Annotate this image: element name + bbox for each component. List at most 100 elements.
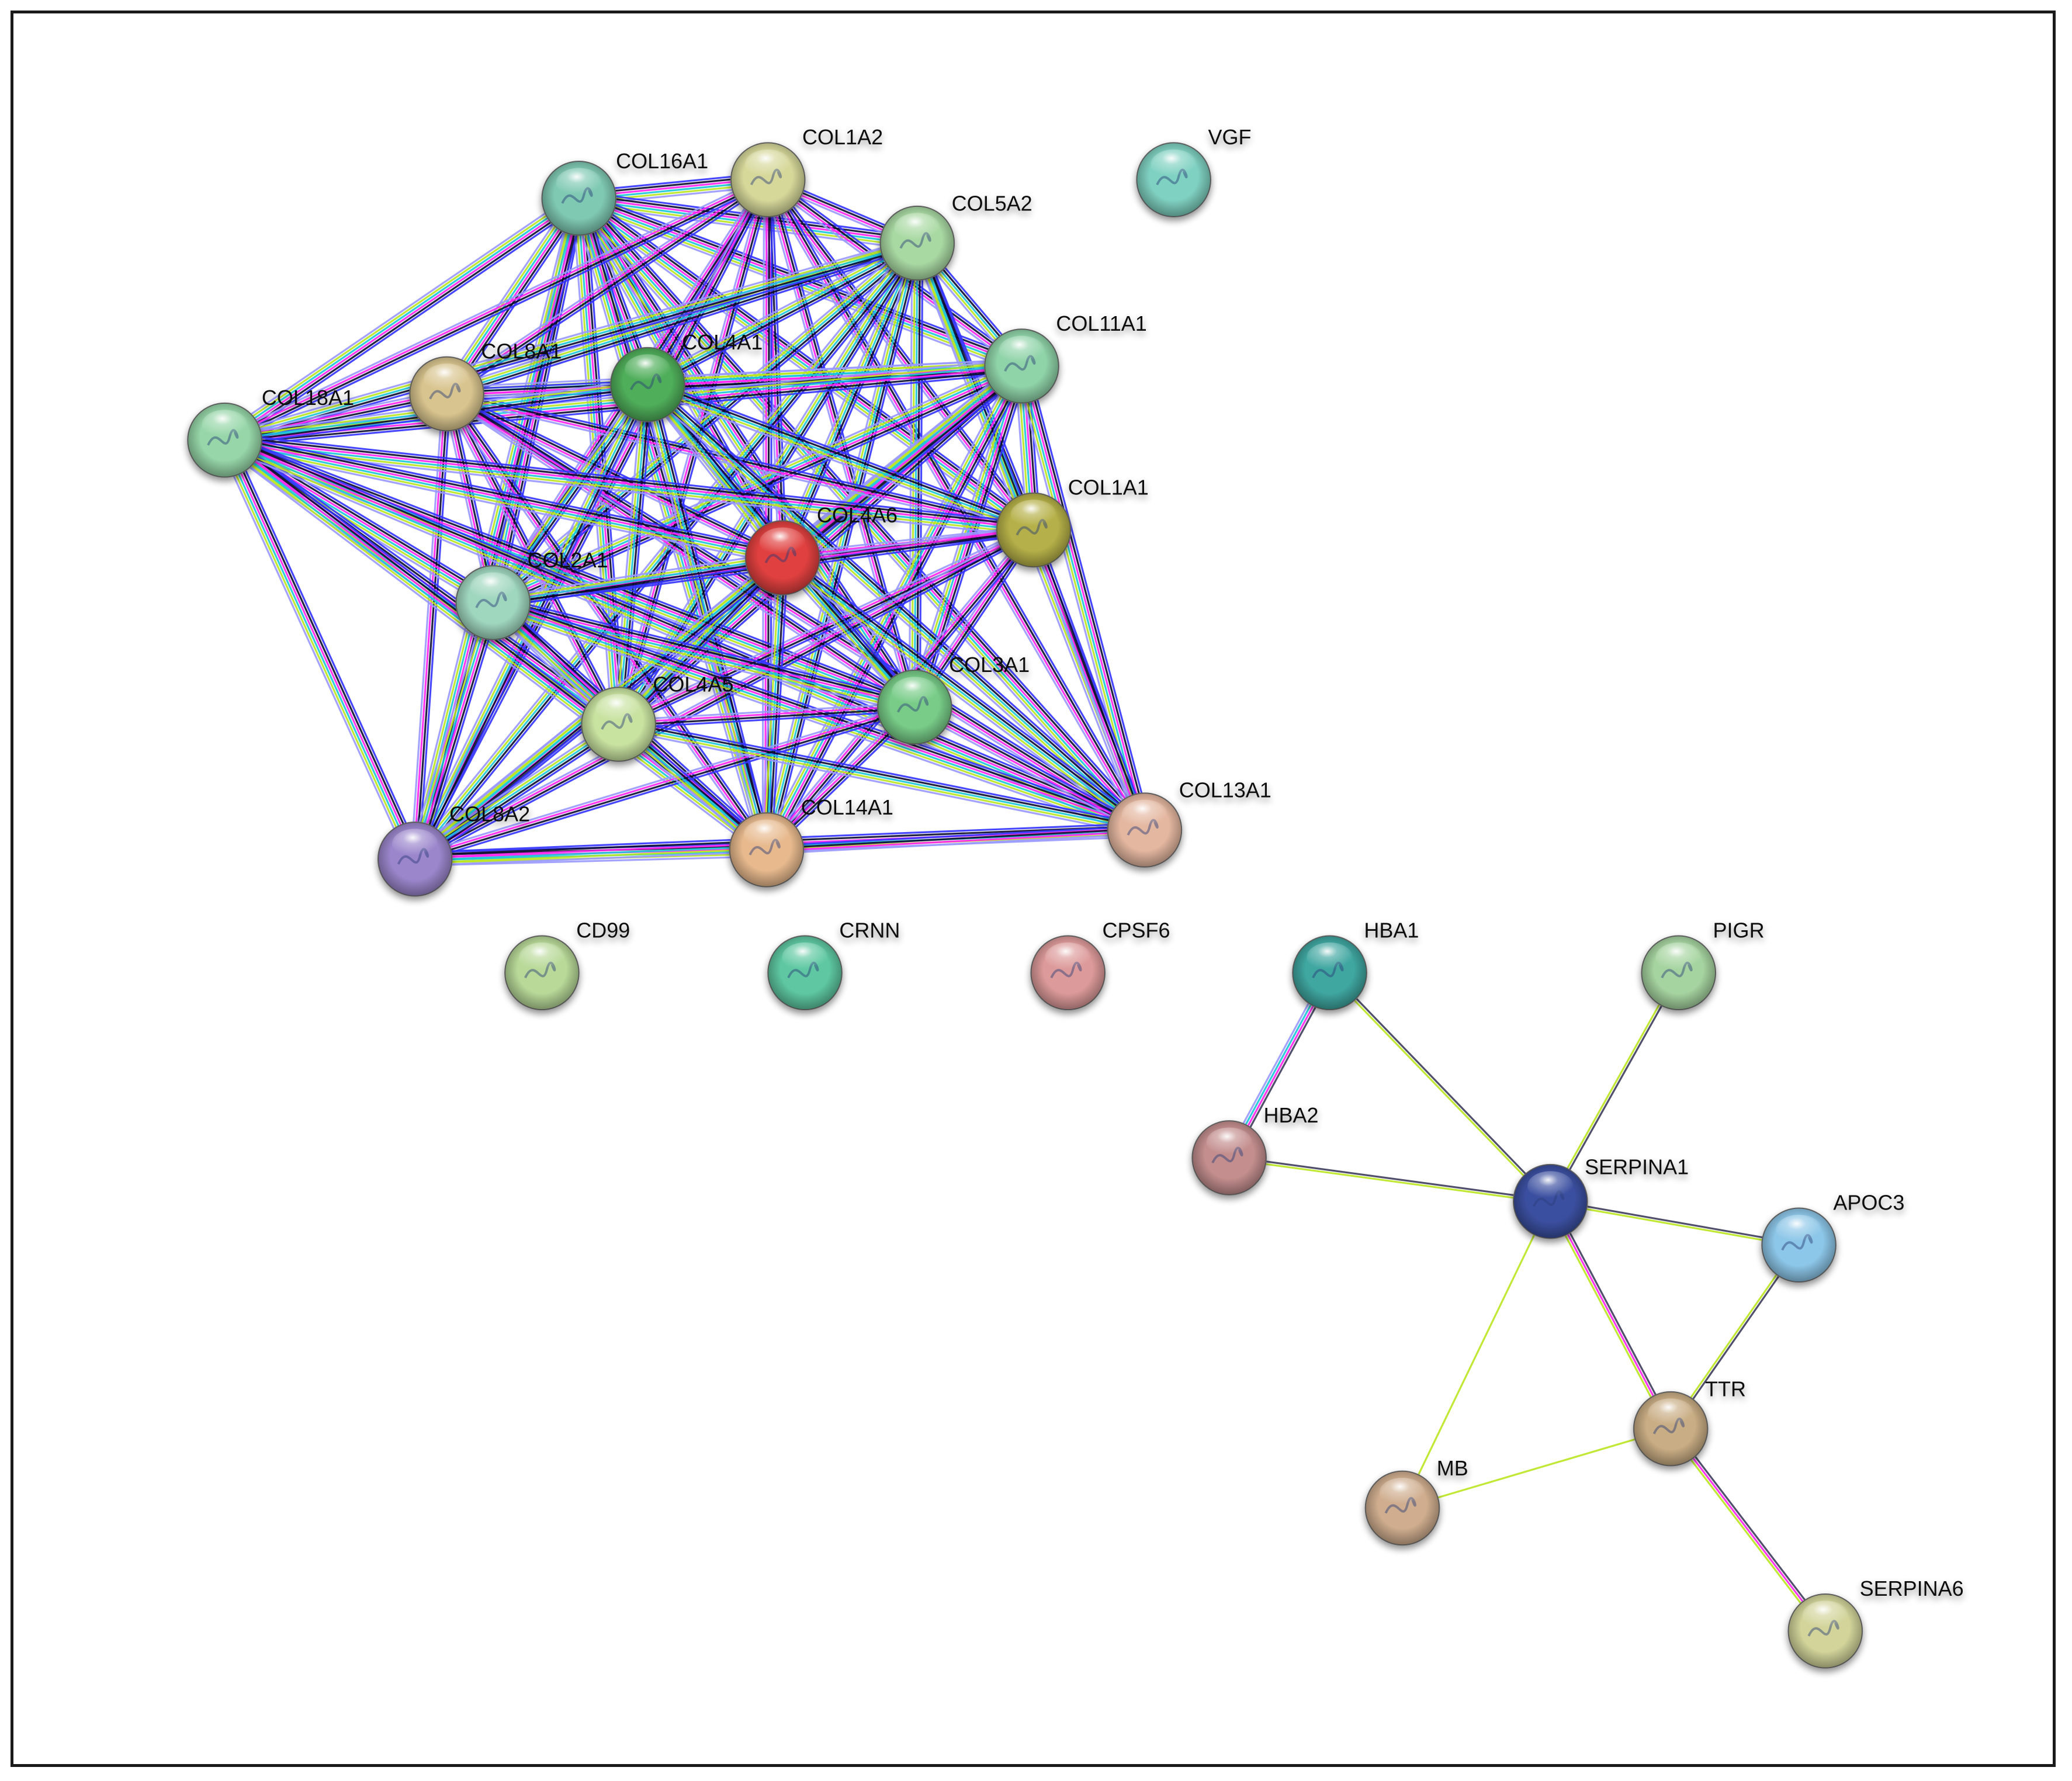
edge-evidence-line [223,178,768,440]
edge-evidence-line [1330,971,1553,1201]
protein-node-col1a1[interactable]: COL1A1 [996,476,1149,568]
edge-evidence-line [618,710,915,729]
edge-evidence-line [492,603,1145,833]
edge-evidence-line [763,242,916,850]
protein-node-col4a6[interactable]: COL4A6 [744,503,898,595]
interaction-edges [217,172,1828,1634]
edge-evidence-line [227,433,917,702]
protein-label: COL4A1 [682,330,763,354]
edge-evidence-line [766,830,1145,853]
edge-evidence-line [410,601,490,858]
interaction-edge-col3a1-col13a1 [912,702,1147,834]
edge-evidence-line [226,182,770,445]
edge-evidence-line [444,396,1144,834]
interaction-edge-serpina1-ttr [1547,1200,1674,1431]
protein-node-mb[interactable]: MB [1364,1456,1468,1546]
edge-evidence-line [619,559,785,727]
edge-evidence-line [1551,1200,1674,1428]
protein-node-crnn[interactable]: CRNN [767,918,900,1011]
protein-label: CPSF6 [1103,918,1170,942]
edge-evidence-line [580,194,1037,528]
edge-evidence-line [223,196,579,440]
protein-node-col13a1[interactable]: COL13A1 [1107,778,1271,868]
protein-node-serpina6[interactable]: SERPINA6 [1787,1576,1964,1669]
interaction-edge-col5a2-col3a1 [908,243,924,708]
protein-node-vgf[interactable]: VGF [1136,125,1251,217]
protein-node-hba2[interactable]: HBA2 [1191,1103,1319,1196]
edge-evidence-line [217,442,410,862]
edge-evidence-line [491,608,913,715]
protein-node-serpina1[interactable]: SERPINA1 [1512,1155,1689,1239]
edge-evidence-line [445,394,767,851]
protein-label: COL4A5 [653,673,733,697]
protein-node-col16a1[interactable]: COL16A1 [541,149,708,236]
protein-label: COL3A1 [949,653,1030,677]
node-gloss [1527,1171,1574,1201]
edge-evidence-line [448,247,920,400]
protein-node-cd99[interactable]: CD99 [504,918,630,1011]
edge-evidence-line [418,603,498,861]
protein-node-col14a1[interactable]: COL14A1 [729,795,893,888]
interaction-edge-hba2-serpina1 [1229,1155,1551,1204]
interaction-edge-col3a1-col8a2 [413,702,916,864]
node-gloss [625,354,671,384]
edge-evidence-line [224,440,782,560]
edge-evidence-line [493,600,1146,830]
edge-evidence-line [493,366,1023,605]
protein-node-col4a5[interactable]: COL4A5 [581,673,734,762]
edge-evidence-line [767,833,1145,855]
protein-node-col1a2[interactable]: COL1A2 [730,125,883,217]
edge-evidence-line [618,557,784,725]
protein-label: APOC3 [1833,1190,1904,1214]
edge-evidence-line [445,197,579,394]
interaction-edge-col11a1-col13a1 [1014,364,1152,832]
edge-evidence-line [1547,1202,1669,1431]
edge-evidence-line [647,242,918,386]
protein-node-col5a2[interactable]: COL5A2 [879,191,1032,281]
protein-node-col4a1[interactable]: COL4A1 [610,330,763,422]
edge-evidence-line [618,705,915,724]
edge-evidence-line [1229,1158,1551,1204]
edge-evidence-line [1034,529,1147,830]
interaction-edge-col2a1-col3a1 [491,595,917,715]
interaction-edge-col3a1-col4a5 [618,702,915,729]
edge-evidence-line [491,605,1144,835]
protein-label: HBA2 [1263,1103,1318,1127]
edge-evidence-line [493,598,916,705]
interaction-edge-serpina1-apoc3 [1550,1199,1800,1248]
edge-evidence-line [224,443,1034,535]
protein-node-cpsf6[interactable]: CPSF6 [1030,918,1170,1011]
edge-evidence-line [617,728,1144,836]
protein-node-apoc3[interactable]: APOC3 [1761,1190,1904,1283]
edge-evidence-line [412,241,916,858]
protein-node-hba1[interactable]: HBA1 [1292,918,1419,1011]
edge-evidence-line [770,176,1038,528]
interaction-edge-col11a1-col2a1 [490,359,1025,610]
node-gloss [743,819,790,850]
edge-evidence-line [410,239,914,857]
edge-evidence-line [220,444,764,856]
protein-node-col2a1[interactable]: COL2A1 [455,548,608,640]
protein-node-pigr[interactable]: PIGR [1641,918,1765,1011]
edge-evidence-line [411,383,646,859]
edge-evidence-line [1031,530,1145,831]
protein-node-ttr[interactable]: TTR [1633,1377,1746,1467]
protein-label: COL13A1 [1179,778,1271,802]
protein-node-col8a1[interactable]: COL8A1 [409,339,562,432]
edge-evidence-line [223,440,415,860]
edge-evidence-line [220,441,413,861]
edge-evidence-line [420,604,501,862]
protein-node-col18a1[interactable]: COL18A1 [187,386,354,478]
protein-node-col8a2[interactable]: COL8A2 [377,802,530,897]
interaction-edge-col4a6-col4a5 [614,553,787,729]
protein-node-col11a1[interactable]: COL11A1 [984,311,1147,404]
interaction-edge-ttr-serpina6 [1668,1426,1828,1634]
protein-node-col3a1[interactable]: COL3A1 [876,653,1030,745]
edge-evidence-line [411,719,616,856]
edge-evidence-line [765,182,1020,370]
edge-evidence-line [414,384,649,860]
edge-evidence-line [224,242,918,441]
edge-evidence-line [443,175,767,391]
